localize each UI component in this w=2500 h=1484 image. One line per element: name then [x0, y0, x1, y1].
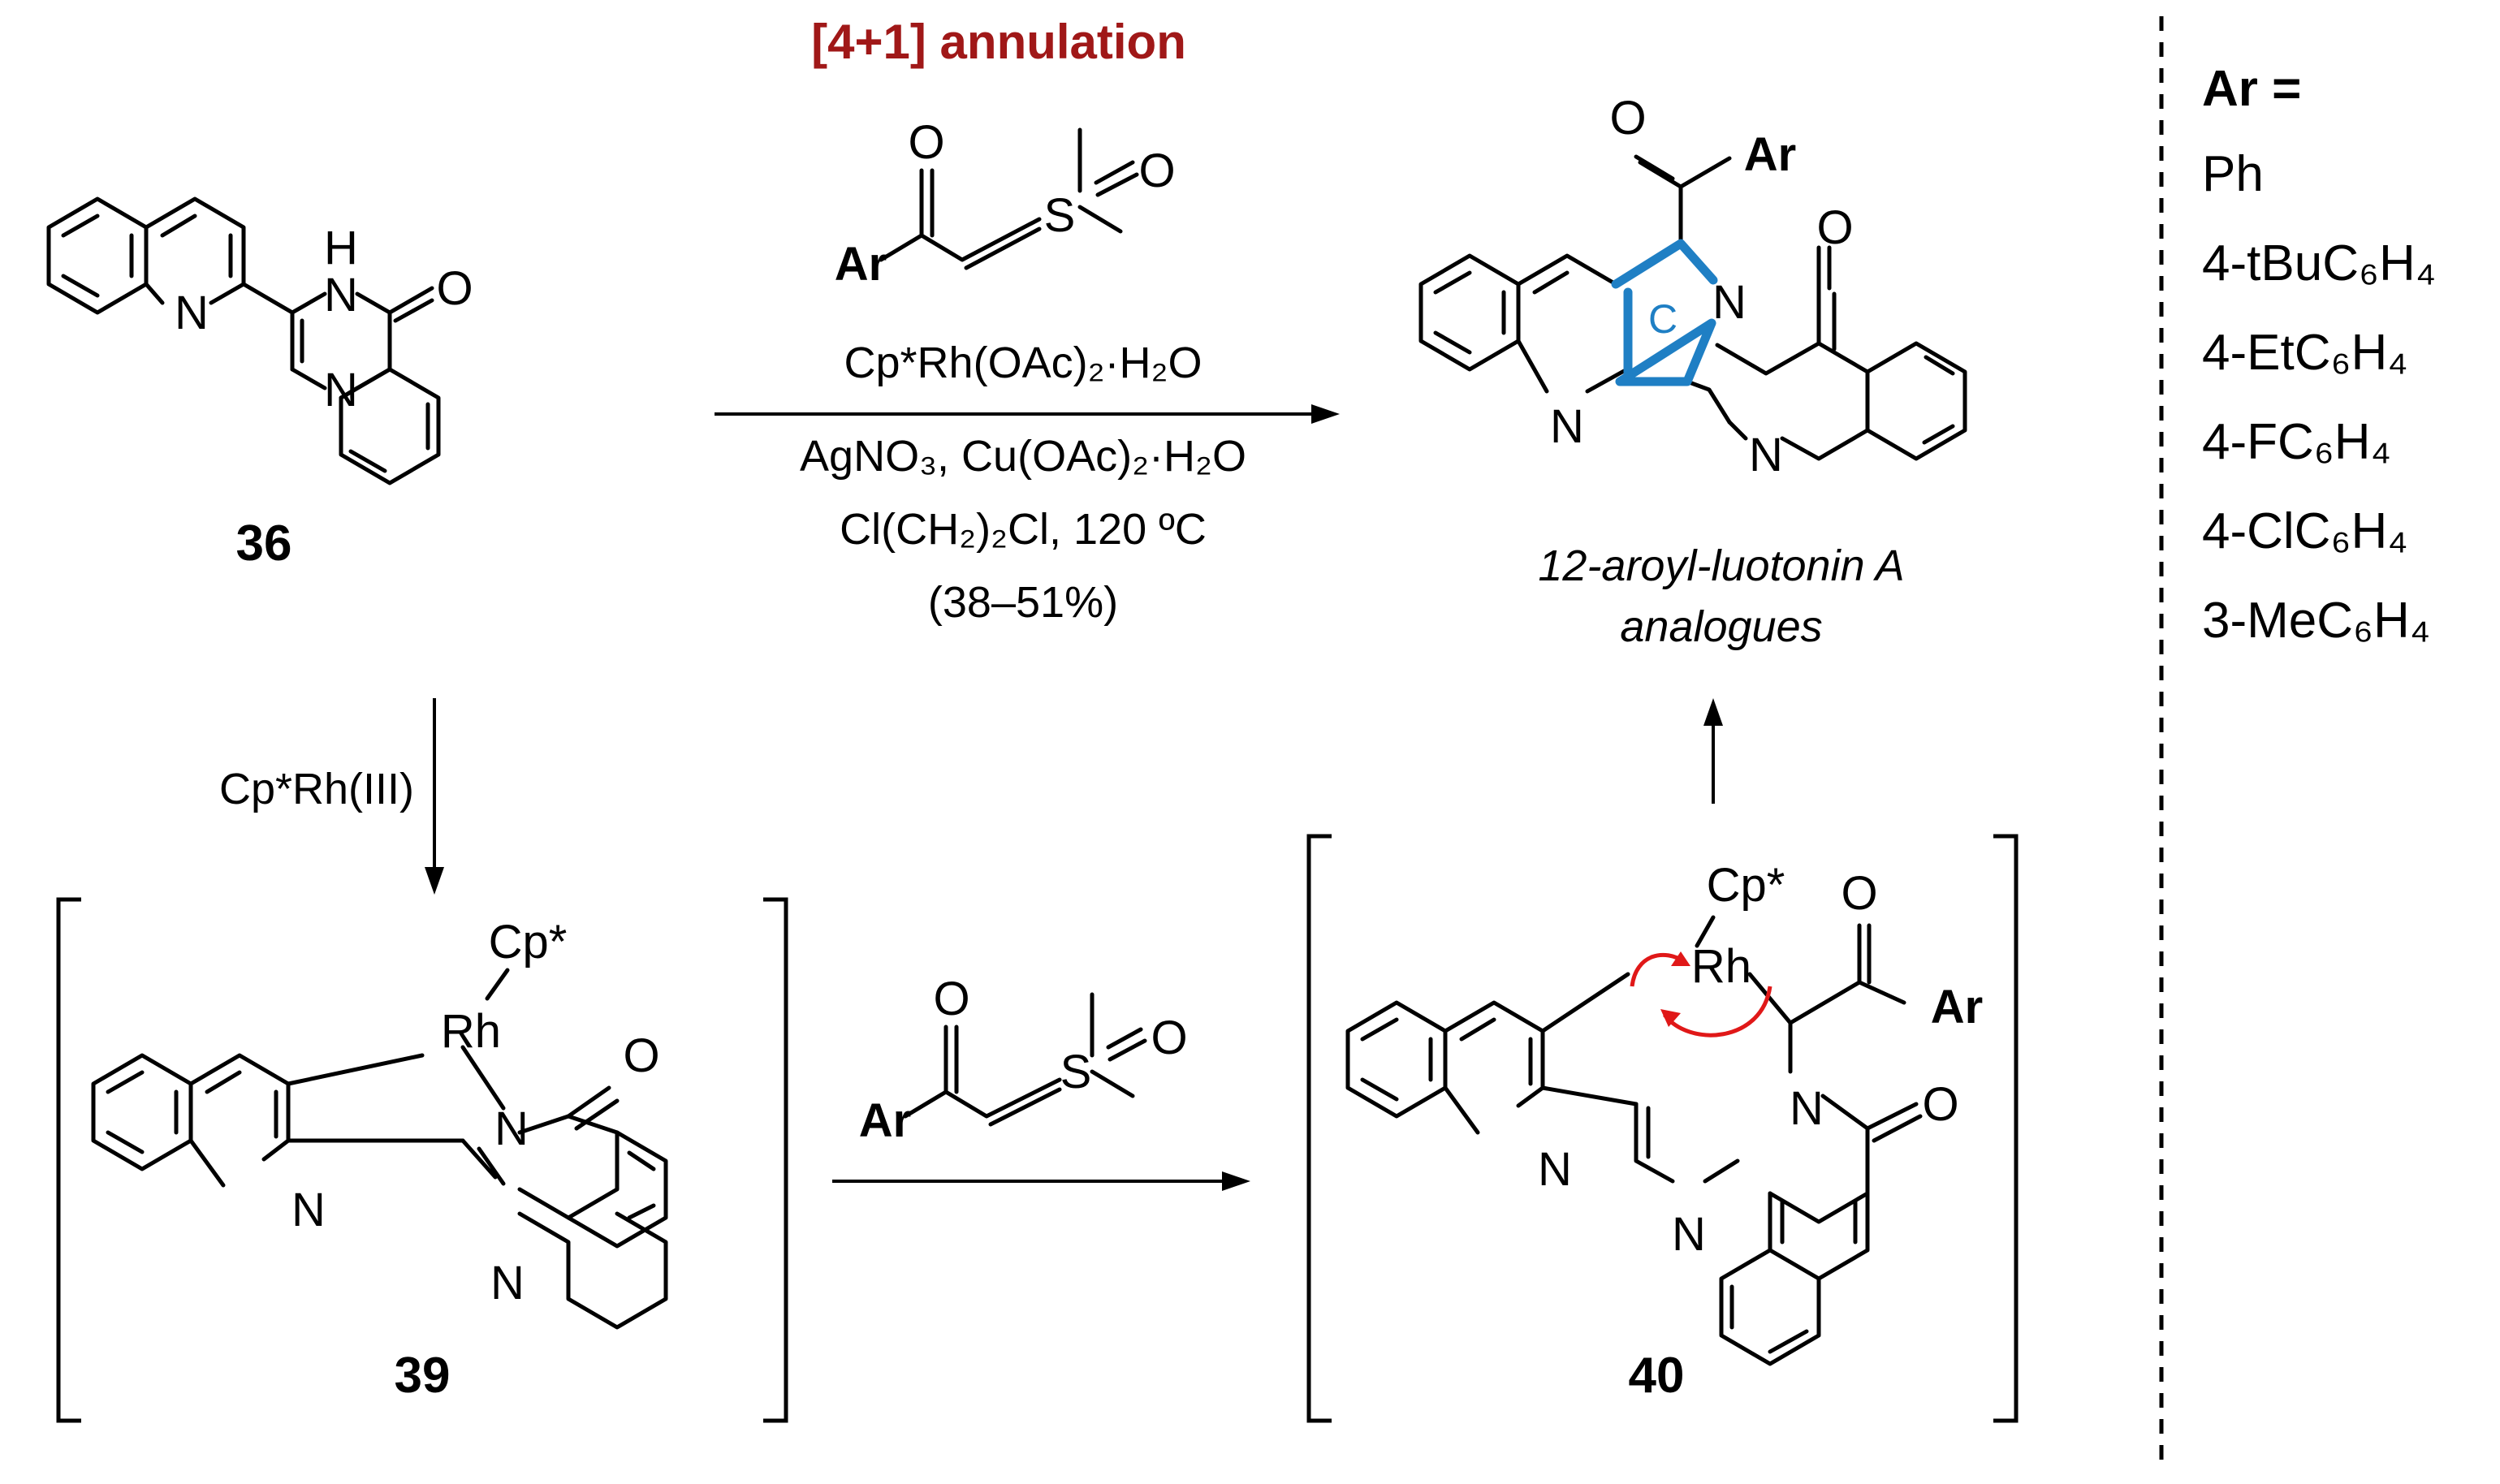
- condition-line-1: Cp*Rh(OAc)₂·H₂O: [844, 339, 1203, 387]
- bracket-39-left: [56, 897, 81, 1423]
- ar-list-header: Ar =: [2202, 61, 2301, 117]
- atom-rh-39: Rh: [441, 1005, 501, 1058]
- ar-item-1: Ph: [2202, 146, 2264, 202]
- top-reagent-o2: O: [1138, 145, 1175, 197]
- curved-arrow-1-head: [1671, 951, 1690, 966]
- ar-item-4: 4-FC₆H₄: [2202, 414, 2391, 470]
- atom-N-36b: N: [324, 269, 358, 321]
- product-atom-n1: N: [1712, 276, 1747, 329]
- atom-n1-40: N: [1790, 1082, 1824, 1135]
- compound-39-structure: [91, 1045, 668, 1330]
- top-arrow-head: [1311, 404, 1340, 424]
- atom-N-36c: N: [324, 364, 358, 416]
- compound-36-structure: [46, 196, 441, 485]
- condition-line-2: AgNO₃, Cu(OAc)₂·H₂O: [800, 432, 1246, 481]
- product-structure: [1418, 154, 1967, 461]
- atom-n3-39: N: [490, 1257, 525, 1309]
- condition-line-3: Cl(CH₂)₂Cl, 120 ºC: [840, 505, 1207, 554]
- bracket-40-left: [1306, 834, 1332, 1423]
- curved-arrow-2: [1663, 986, 1772, 1038]
- atom-O-36: O: [436, 262, 473, 315]
- atom-o2-40: O: [1922, 1078, 1958, 1131]
- compound-label-40: 40: [1629, 1348, 1685, 1404]
- atom-H-36: H: [324, 222, 358, 274]
- middle-reagent-ar: Ar: [859, 1094, 911, 1147]
- product-atom-o2: O: [1609, 92, 1646, 145]
- condition-yield: (38–51%): [928, 578, 1118, 627]
- ar-item-2: 4-tBuC₆H₄: [2202, 235, 2436, 291]
- middle-reagent-s: S: [1060, 1046, 1092, 1098]
- atom-n2-39: N: [291, 1184, 326, 1236]
- top-reagent-o: O: [908, 116, 944, 169]
- atom-o-39: O: [623, 1029, 659, 1082]
- compound-label-36: 36: [236, 516, 292, 572]
- ar-item-5: 4-ClC₆H₄: [2202, 503, 2408, 559]
- product-atom-ar: Ar: [1744, 128, 1796, 181]
- atom-o1-40: O: [1841, 867, 1877, 920]
- curved-arrow-2-head: [1660, 1009, 1681, 1027]
- top-reagent-s: S: [1044, 189, 1076, 242]
- compound-40-structure: [1345, 923, 1923, 1366]
- up-arrow-head: [1703, 698, 1723, 726]
- product-caption-1: 12-aroyl-luotonin A: [1538, 541, 1904, 590]
- ar-item-6: 3-MeC₆H₄: [2202, 593, 2430, 649]
- product-atom-n3: N: [1749, 429, 1783, 481]
- top-reagent-ar: Ar: [835, 238, 887, 291]
- product-ring-c-highlight: [1611, 239, 1718, 386]
- bracket-40-right: [1993, 834, 2019, 1423]
- atom-N-36a: N: [175, 287, 209, 339]
- scheme-title: [4+1] annulation: [811, 15, 1186, 69]
- atom-n3-40: N: [1672, 1208, 1706, 1261]
- top-reagent-ylide: [879, 127, 1139, 270]
- compound-label-39: 39: [395, 1348, 451, 1404]
- product-atom-n2: N: [1550, 400, 1584, 453]
- atom-cp-39: Cp*: [489, 916, 568, 968]
- atom-cp-40: Cp*: [1707, 859, 1785, 912]
- middle-reagent-o2: O: [1151, 1012, 1187, 1064]
- product-caption-2: analogues: [1620, 602, 1822, 651]
- middle-reagent-o: O: [933, 973, 969, 1025]
- product-atom-o1: O: [1816, 201, 1853, 254]
- atom-ar-40: Ar: [1931, 981, 1983, 1033]
- bracket-39-right: [763, 897, 788, 1423]
- ar-item-3: 4-EtC₆H₄: [2202, 325, 2408, 381]
- ring-label-c: C: [1648, 296, 1677, 342]
- atom-n2-40: N: [1538, 1143, 1572, 1196]
- down-arrow-head: [425, 867, 444, 895]
- middle-reagent-ylide: [903, 992, 1147, 1127]
- atom-n1-39: N: [494, 1102, 529, 1155]
- middle-arrow-head: [1222, 1171, 1250, 1191]
- down-arrow-label: Cp*Rh(III): [219, 765, 414, 813]
- atom-rh-40: Rh: [1691, 940, 1751, 993]
